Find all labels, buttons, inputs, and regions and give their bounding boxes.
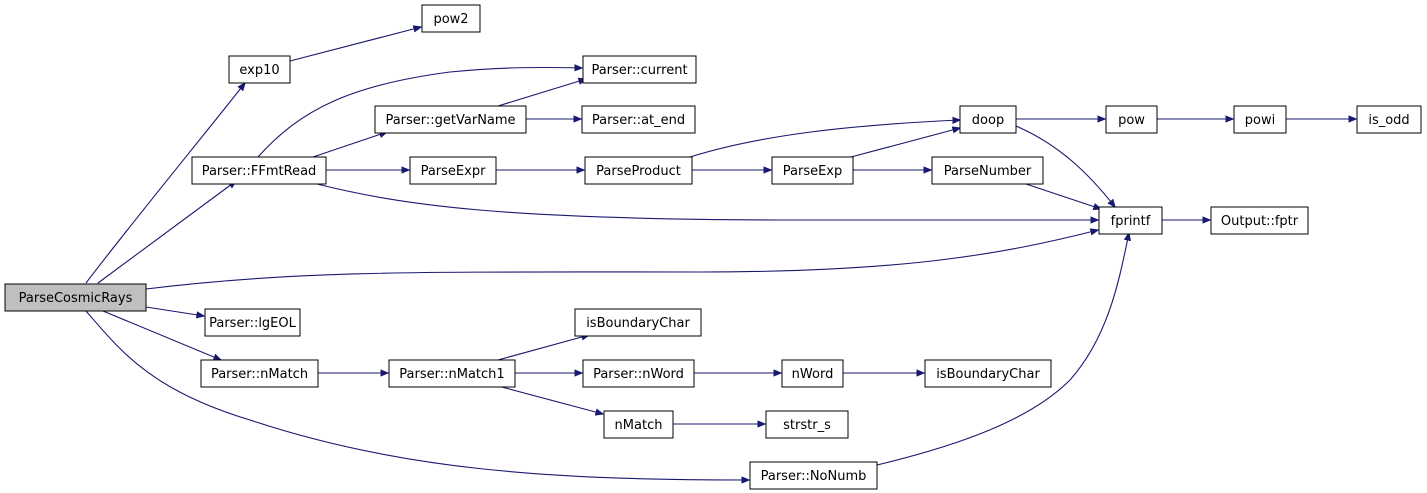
node-label: nWord	[792, 367, 834, 382]
node-ffmtread[interactable]: Parser::FFmtRead	[191, 156, 327, 185]
node-isboundarychar-1[interactable]: isBoundaryChar	[574, 308, 702, 337]
node-label: Parser::nMatch1	[399, 367, 504, 382]
node-label: Parser::lgEOL	[209, 316, 297, 331]
node-label: Parser::nMatch	[211, 367, 308, 382]
node-label: exp10	[239, 63, 279, 78]
edge-nmatch1-nmatch	[497, 385, 603, 414]
node-fprintf[interactable]: fprintf	[1098, 206, 1163, 235]
node-label: is_odd	[1368, 113, 1409, 128]
node-label: fprintf	[1111, 214, 1151, 229]
node-pow2[interactable]: pow2	[421, 4, 481, 33]
node-parseproduct[interactable]: ParseProduct	[584, 156, 693, 185]
edge-parsecosmicrays-ffmtread	[97, 181, 236, 284]
node-lgeol[interactable]: Parser::lgEOL	[204, 308, 301, 337]
node-nmatch[interactable]: nMatch	[603, 410, 674, 439]
node-exp10[interactable]: exp10	[228, 55, 291, 84]
node-label: Parser::at_end	[592, 113, 685, 128]
edge-ffmtread-getvarname	[312, 132, 387, 158]
node-current[interactable]: Parser::current	[582, 55, 697, 84]
node-label: powi	[1245, 113, 1275, 128]
node-label: ParseExpr	[421, 164, 486, 179]
node-parsecosmicrays[interactable]: ParseCosmicRays	[4, 283, 147, 312]
node-pow[interactable]: pow	[1105, 105, 1158, 134]
node-label: Parser::NoNumb	[761, 469, 867, 484]
nodes: ParseCosmicRays exp10 pow2 Parser::FFmtR…	[4, 4, 1422, 490]
node-isboundarychar-2[interactable]: isBoundaryChar	[924, 359, 1052, 388]
node-label: ParseExp	[783, 164, 843, 179]
node-parseexpr[interactable]: ParseExpr	[409, 156, 497, 185]
node-label: isBoundaryChar	[586, 316, 690, 331]
edge-parseexp-doop	[850, 128, 960, 158]
edge-nonumb-fprintf	[876, 233, 1129, 466]
node-at-end[interactable]: Parser::at_end	[581, 105, 696, 134]
node-label: pow2	[433, 12, 468, 27]
node-nmatch1[interactable]: Parser::nMatch1	[388, 359, 516, 388]
edge-ffmtread-fprintf	[312, 182, 1098, 220]
node-label: nMatch	[615, 418, 663, 433]
edge-parsenumber-fprintf	[1022, 182, 1101, 209]
node-label: Parser::nWord	[593, 367, 684, 382]
node-label: doop	[972, 113, 1004, 128]
node-is-odd[interactable]: is_odd	[1356, 105, 1422, 134]
node-parsenumber[interactable]: ParseNumber	[931, 156, 1044, 185]
edge-parsecosmicrays-nmatch-parser	[102, 310, 221, 360]
node-label: Parser::FFmtRead	[202, 164, 317, 179]
node-getvarname[interactable]: Parser::getVarName	[374, 105, 527, 134]
node-label: strstr_s	[783, 418, 831, 433]
edge-parsecosmicrays-fprintf	[145, 230, 1098, 290]
node-powi[interactable]: powi	[1233, 105, 1287, 134]
edge-nmatch1-isboundarychar-1	[497, 335, 589, 361]
node-label: Output::fptr	[1221, 214, 1299, 229]
node-label: ParseNumber	[944, 164, 1032, 179]
edge-exp10-pow2	[289, 27, 421, 62]
node-nword[interactable]: nWord	[781, 359, 844, 388]
node-nonumb[interactable]: Parser::NoNumb	[749, 461, 878, 490]
node-nmatch-parser[interactable]: Parser::nMatch	[200, 359, 319, 388]
edge-doop-fprintf	[1015, 125, 1115, 207]
node-label: ParseProduct	[596, 164, 681, 179]
node-doop[interactable]: doop	[959, 105, 1017, 134]
node-label: ParseCosmicRays	[19, 291, 133, 306]
edges	[85, 27, 1356, 480]
edge-parseproduct-doop	[689, 120, 960, 158]
node-label: isBoundaryChar	[936, 367, 1040, 382]
edge-getvarname-current	[497, 79, 586, 107]
node-parseexp[interactable]: ParseExp	[771, 156, 854, 185]
node-label: Parser::current	[591, 63, 687, 78]
edge-parsecosmicrays-nonumb	[85, 310, 749, 480]
node-output-fptr[interactable]: Output::fptr	[1210, 206, 1309, 235]
node-strstr-s[interactable]: strstr_s	[765, 410, 849, 439]
node-label: Parser::getVarName	[385, 113, 515, 128]
edge-ffmtread-current	[257, 67, 582, 158]
edge-parsecosmicrays-lgeol	[145, 306, 204, 316]
node-nword-parser[interactable]: Parser::nWord	[582, 359, 695, 388]
edge-parsecosmicrays-exp10	[85, 83, 245, 284]
node-label: pow	[1118, 113, 1145, 128]
